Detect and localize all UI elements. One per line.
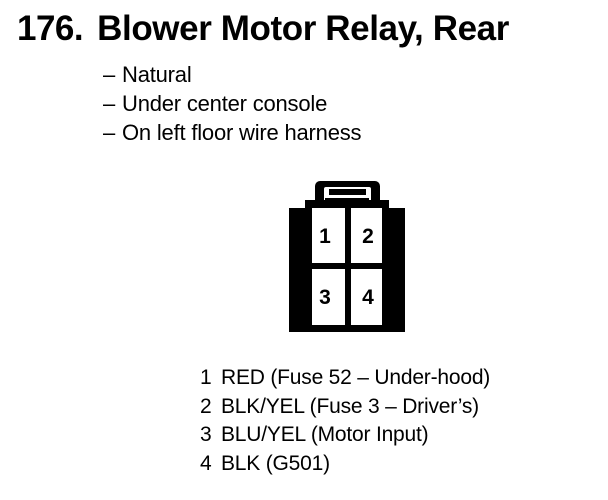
note-label: Natural — [122, 62, 192, 87]
pin-legend-description: BLK/YEL (Fuse 3 – Driver’s) — [221, 394, 479, 418]
note-item: – On left floor wire harness — [103, 118, 533, 147]
title-text: Blower Motor Relay, Rear — [97, 9, 509, 48]
pin-legend-number: 4 — [200, 451, 212, 475]
item-number: 176. — [17, 9, 84, 48]
connector-svg: 1 2 3 4 — [289, 181, 405, 332]
pin-legend-row: 2 BLK/YEL (Fuse 3 – Driver’s) — [200, 393, 600, 422]
dash-icon: – — [103, 120, 116, 145]
note-label: Under center console — [122, 91, 328, 116]
pin-number-4: 4 — [362, 286, 374, 309]
connector-diagram: 1 2 3 4 — [282, 176, 412, 338]
dash-icon: – — [103, 62, 116, 87]
note-label: On left floor wire harness — [122, 120, 362, 145]
pin-legend-description: RED (Fuse 52 – Under-hood) — [221, 366, 491, 389]
page-title: 176. Blower Motor Relay, Rear — [17, 9, 597, 51]
pin-legend-number: 3 — [200, 423, 212, 446]
notes-list: – Natural – Under center console – On le… — [103, 60, 533, 147]
pin-legend-number: 1 — [200, 366, 212, 389]
connector-body — [289, 198, 405, 332]
pin-legend-row: 4 BLK (G501) — [200, 450, 600, 479]
note-item: – Natural — [103, 60, 533, 89]
pin-legend-row: 1 RED (Fuse 52 – Under-hood) — [200, 364, 600, 393]
pin-legend-description: BLK (G501) — [221, 451, 330, 475]
note-item: – Under center console — [103, 89, 533, 118]
pin-legend-number: 2 — [200, 394, 212, 418]
pin-legend: 1 RED (Fuse 52 – Under-hood) 2 BLK/YEL (… — [200, 364, 600, 478]
pin-number-3: 3 — [319, 286, 331, 309]
pin-number-1: 1 — [319, 225, 331, 248]
pin-number-2: 2 — [362, 225, 374, 248]
pin-legend-description: BLU/YEL (Motor Input) — [221, 423, 429, 446]
dash-icon: – — [103, 91, 116, 116]
pin-dividers — [312, 208, 382, 325]
pin-legend-row: 3 BLU/YEL (Motor Input) — [200, 421, 600, 450]
